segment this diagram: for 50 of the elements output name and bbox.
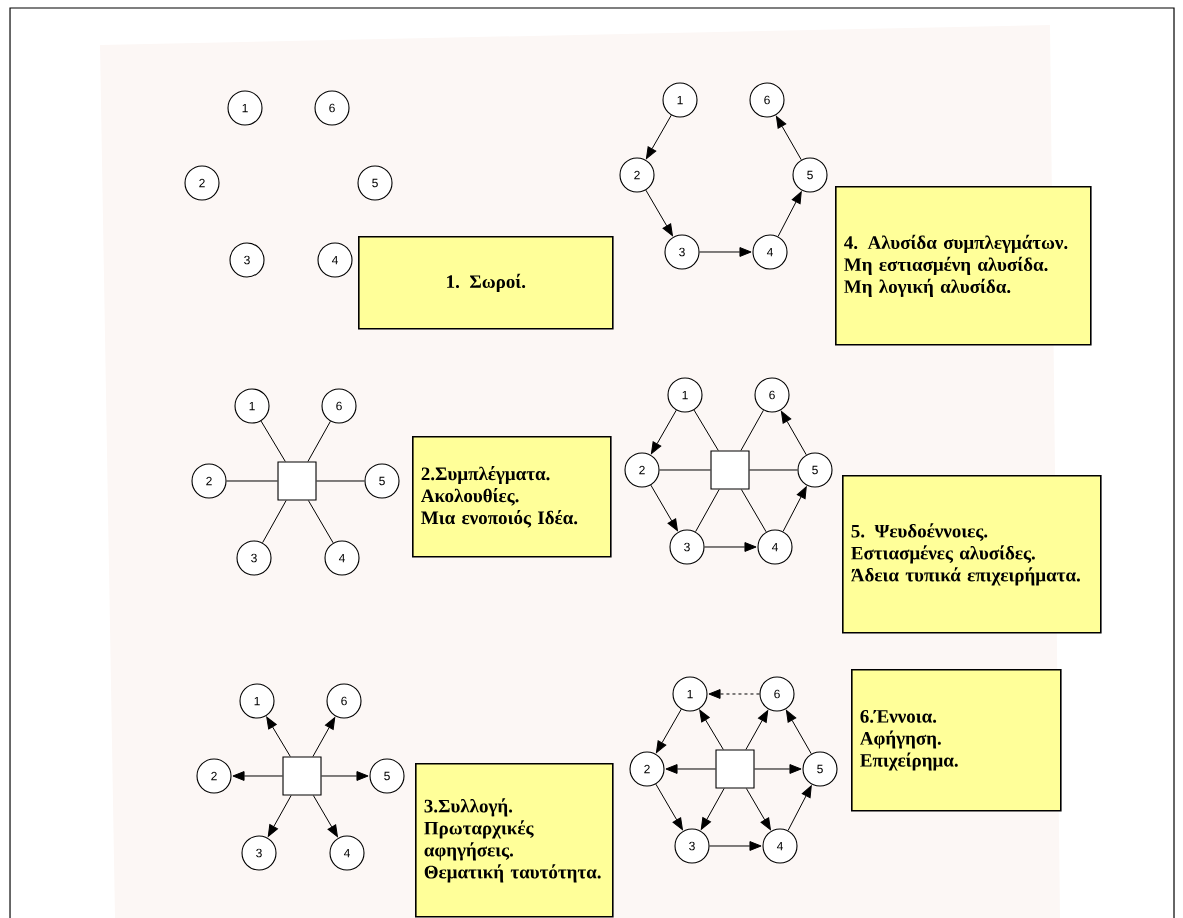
square-node (282, 756, 322, 796)
arrow (232, 771, 283, 781)
connector-line (695, 489, 720, 533)
connector-line (226, 480, 278, 482)
square-node (277, 461, 317, 501)
arrow (321, 771, 369, 781)
arrow (266, 716, 291, 757)
connector-line (316, 480, 365, 482)
connector-line (260, 420, 286, 462)
square-node (710, 450, 750, 490)
arrow (312, 795, 338, 838)
connector-line (307, 500, 334, 544)
arrow (745, 788, 771, 831)
text-box: 1. Σωροί. (358, 236, 614, 330)
arrow (782, 486, 807, 532)
text-box: 2.Συμπλέγματα. Ακολουθίες. Μια ενοποιός Ιδέα. (412, 436, 612, 558)
arrow (312, 717, 336, 757)
arrow (780, 410, 807, 456)
arrow (704, 542, 757, 552)
arrow (655, 708, 682, 754)
connector-line (262, 500, 287, 544)
text-box: 6.Έννοια. Αφήγηση. Επιχείρημα. (851, 669, 1062, 812)
connector-line (307, 420, 331, 462)
arrow (645, 114, 672, 160)
arrow (785, 709, 812, 755)
arrow (267, 795, 292, 837)
connector-line (740, 409, 764, 451)
arrow (655, 783, 683, 831)
connector-line (740, 489, 767, 533)
connector-line (693, 409, 719, 451)
arrow (650, 484, 678, 532)
text-box: 5. Ψευδοέννοιες. Εστιασμένες αλυσίδες. Άδεια τυπικά επιχειρήματα. (842, 475, 1102, 634)
text-box: 4. Αλυσίδα συμπλεγμάτων. Μη εστιασμένη αλυσίδα. Μη λογική αλυσίδα. (835, 186, 1092, 346)
arrow (665, 764, 716, 774)
connector-line (659, 469, 711, 471)
arrow (708, 689, 760, 699)
arrow (775, 115, 802, 161)
arrow (650, 409, 677, 455)
square-node (715, 749, 755, 789)
connector-line (749, 469, 798, 471)
arrow (700, 788, 725, 830)
arrow (709, 841, 762, 851)
arrow (699, 709, 724, 750)
arrow (699, 247, 752, 257)
arrow (787, 785, 812, 831)
text-box: 3.Συλλογή. Πρωταρχικές αφηγήσεις. Θεματική ταυτότητα. (415, 763, 614, 918)
arrow (645, 189, 673, 237)
arrow (777, 191, 802, 237)
arrow (745, 710, 769, 750)
arrow (754, 764, 802, 774)
